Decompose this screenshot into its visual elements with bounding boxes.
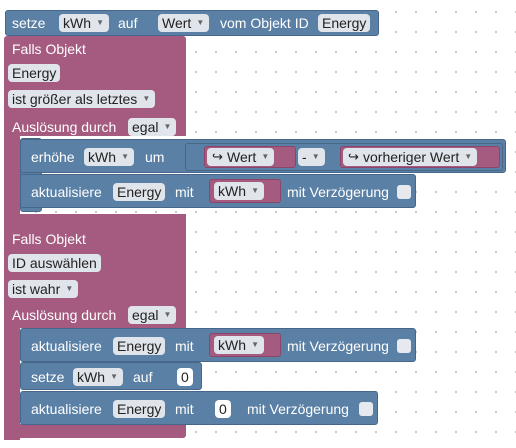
condition-dropdown[interactable]: ist wahr ▼ bbox=[8, 280, 79, 298]
mit-label: mit bbox=[175, 338, 194, 354]
variable-dropdown[interactable]: kWh ▼ bbox=[59, 14, 109, 32]
object-id-field[interactable]: Energy bbox=[318, 14, 371, 32]
setze-label: setze bbox=[31, 369, 65, 385]
erhoehe-block[interactable]: erhöhe kWh ▼ um ↪ Wert ▼ - ▼ ↪ vorherige… bbox=[20, 139, 506, 173]
aktualisiere-label: aktualisiere bbox=[31, 338, 102, 354]
input-connector bbox=[176, 148, 184, 166]
chevron-down-icon: ▼ bbox=[110, 372, 118, 381]
ausloesung-value: egal bbox=[132, 307, 159, 323]
condition-label: ist größer als letztes bbox=[12, 91, 138, 107]
chevron-down-icon: ▼ bbox=[121, 152, 129, 161]
delay-label: mit Verzögerung bbox=[287, 184, 389, 200]
setze-block[interactable]: setze kWh ▼ auf 0 bbox=[20, 362, 202, 390]
operator-label: - bbox=[302, 149, 307, 165]
ausloesung-label: Auslösung durch bbox=[12, 119, 117, 135]
number-input[interactable]: 0 bbox=[215, 400, 231, 418]
setze-label: setze bbox=[12, 15, 46, 31]
chevron-down-icon: ▼ bbox=[196, 18, 205, 27]
wert-dropdown-label: Wert bbox=[162, 15, 192, 31]
condition-dropdown[interactable]: ist größer als letztes ▼ bbox=[8, 90, 156, 108]
aktualisiere-label: aktualisiere bbox=[31, 184, 102, 200]
vorheriger-wert-label: vorheriger Wert bbox=[363, 149, 460, 165]
variable-dropdown-label: kWh bbox=[63, 15, 91, 31]
trigger-block-2[interactable]: Falls Objekt ID auswählen ist wahr ▼ Aus… bbox=[4, 226, 186, 440]
auf-label: auf bbox=[118, 15, 138, 31]
vom-objekt-label: vom Objekt ID bbox=[220, 15, 309, 31]
aktualisiere-block[interactable]: aktualisiere Energy mit kWh ▼ mit Verzög… bbox=[20, 174, 416, 208]
arrow-return-icon: ↪ bbox=[348, 149, 359, 164]
variable-label: kWh bbox=[77, 369, 105, 385]
wert-dropdown[interactable]: Wert ▼ bbox=[158, 14, 210, 32]
falls-objekt-title: Falls Objekt bbox=[12, 231, 86, 247]
trigger-footer-1 bbox=[4, 214, 186, 226]
delay-checkbox[interactable] bbox=[397, 185, 411, 199]
ausloesung-value: egal bbox=[132, 119, 159, 135]
trigger-block-1[interactable]: Falls Objekt Energy ist größer als letzt… bbox=[4, 36, 186, 226]
operator-dropdown[interactable]: - ▼ bbox=[298, 148, 325, 166]
aktualisiere-block[interactable]: aktualisiere Energy mit kWh ▼ mit Verzög… bbox=[20, 328, 416, 362]
variable-label: kWh bbox=[218, 183, 246, 199]
object-field[interactable]: Energy bbox=[113, 337, 166, 355]
chevron-down-icon: ▼ bbox=[251, 186, 259, 195]
kwh-value-block[interactable]: kWh ▼ bbox=[209, 179, 281, 203]
variable-label: kWh bbox=[218, 337, 246, 353]
delay-label: mit Verzögerung bbox=[247, 401, 349, 417]
variable-dropdown[interactable]: kWh ▼ bbox=[73, 368, 123, 386]
variable-dropdown[interactable]: kWh ▼ bbox=[214, 182, 264, 200]
object-field[interactable]: Energy bbox=[113, 400, 166, 418]
chevron-down-icon: ▼ bbox=[163, 122, 172, 131]
chevron-down-icon: ▼ bbox=[261, 152, 270, 161]
ausloesung-dropdown[interactable]: egal ▼ bbox=[128, 306, 177, 324]
vorheriger-value-block[interactable]: ↪ vorheriger Wert ▼ bbox=[340, 146, 500, 168]
input-connector bbox=[147, 14, 155, 32]
wert-label: Wert bbox=[227, 149, 257, 165]
delay-checkbox[interactable] bbox=[359, 402, 373, 416]
erhoehe-label: erhöhe bbox=[31, 149, 75, 165]
chevron-down-icon: ▼ bbox=[311, 152, 320, 161]
chevron-down-icon: ▼ bbox=[142, 94, 151, 103]
number-input[interactable]: 0 bbox=[177, 368, 193, 386]
math-block[interactable]: ↪ Wert ▼ - ▼ ↪ vorheriger Wert ▼ bbox=[185, 143, 503, 171]
condition-label: ist wahr bbox=[12, 281, 61, 297]
mit-label: mit bbox=[175, 401, 194, 417]
chevron-down-icon: ▼ bbox=[163, 310, 172, 319]
aktualisiere-block[interactable]: aktualisiere Energy mit 0 mit Verzögerun… bbox=[20, 391, 378, 425]
auf-label: auf bbox=[133, 369, 153, 385]
chevron-down-icon: ▼ bbox=[65, 284, 74, 293]
trigger-footer-2 bbox=[4, 424, 186, 438]
input-connector bbox=[201, 400, 209, 418]
trigger-spine-2 bbox=[4, 328, 20, 440]
ausloesung-label: Auslösung durch bbox=[12, 307, 117, 323]
variable-dropdown[interactable]: kWh ▼ bbox=[214, 336, 264, 354]
input-connector bbox=[164, 368, 172, 386]
aktualisiere-label: aktualisiere bbox=[31, 401, 102, 417]
vorheriger-wert-dropdown[interactable]: ↪ vorheriger Wert ▼ bbox=[343, 148, 478, 166]
variable-dropdown[interactable]: kWh ▼ bbox=[84, 148, 134, 166]
chevron-down-icon: ▼ bbox=[251, 340, 259, 349]
input-connector bbox=[201, 337, 209, 355]
setze-block[interactable]: setze kWh ▼ auf Wert ▼ vom Objekt ID Ene… bbox=[5, 10, 379, 36]
object-field[interactable]: Energy bbox=[8, 64, 61, 82]
input-connector bbox=[201, 183, 209, 201]
wert-dropdown[interactable]: ↪ Wert ▼ bbox=[207, 148, 275, 166]
delay-label: mit Verzögerung bbox=[287, 338, 389, 354]
variable-label: kWh bbox=[88, 149, 116, 165]
falls-objekt-title: Falls Objekt bbox=[12, 41, 86, 57]
um-label: um bbox=[145, 149, 165, 165]
mit-label: mit bbox=[175, 184, 194, 200]
trigger-spine-1 bbox=[4, 136, 20, 226]
object-id-selector[interactable]: ID auswählen bbox=[8, 254, 101, 272]
kwh-value-block[interactable]: kWh ▼ bbox=[209, 333, 281, 357]
wert-value-block[interactable]: ↪ Wert ▼ bbox=[204, 146, 296, 168]
ausloesung-dropdown[interactable]: egal ▼ bbox=[128, 118, 177, 136]
chevron-down-icon: ▼ bbox=[96, 18, 104, 27]
delay-checkbox[interactable] bbox=[397, 339, 411, 353]
chevron-down-icon: ▼ bbox=[464, 152, 473, 161]
object-field[interactable]: Energy bbox=[113, 183, 166, 201]
arrow-return-icon: ↪ bbox=[212, 149, 223, 164]
